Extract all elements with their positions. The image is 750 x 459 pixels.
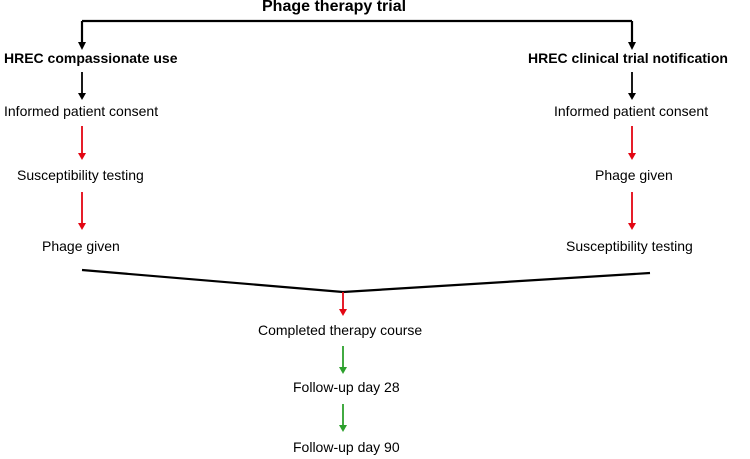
top-bracket-right-arrowhead [628, 42, 636, 50]
right-step-susceptibility: Susceptibility testing [566, 238, 693, 254]
merged-step-completed: Completed therapy course [258, 322, 423, 338]
merged-step-followup-28: Follow-up day 28 [293, 379, 400, 395]
diagram-title: Phage therapy trial [262, 0, 407, 15]
merged-step-followup-90: Follow-up day 90 [293, 439, 400, 455]
left-arrow-1-head [78, 93, 86, 100]
merge-arrow-head [339, 309, 347, 316]
right-arrow-1-head [628, 93, 636, 100]
right-step-consent: Informed patient consent [554, 103, 709, 119]
right-arrow-3-head [628, 223, 636, 230]
right-arrow-2-head [628, 153, 636, 160]
left-step-consent: Informed patient consent [4, 103, 159, 119]
right-branch-heading: HREC clinical trial notification [528, 50, 728, 66]
left-step-susceptibility: Susceptibility testing [17, 167, 144, 183]
merge-line-left [81, 268, 344, 294]
left-arrow-2-head [78, 153, 86, 160]
left-step-phage-given: Phage given [42, 238, 120, 254]
followup-arrow-1-head [339, 367, 347, 374]
left-branch-heading: HREC compassionate use [4, 50, 178, 66]
right-step-phage-given: Phage given [595, 167, 673, 183]
merge-line-right [342, 271, 651, 294]
top-bracket-left-arrowhead [78, 42, 86, 50]
left-arrow-3-head [78, 223, 86, 230]
followup-arrow-2-head [339, 425, 347, 432]
